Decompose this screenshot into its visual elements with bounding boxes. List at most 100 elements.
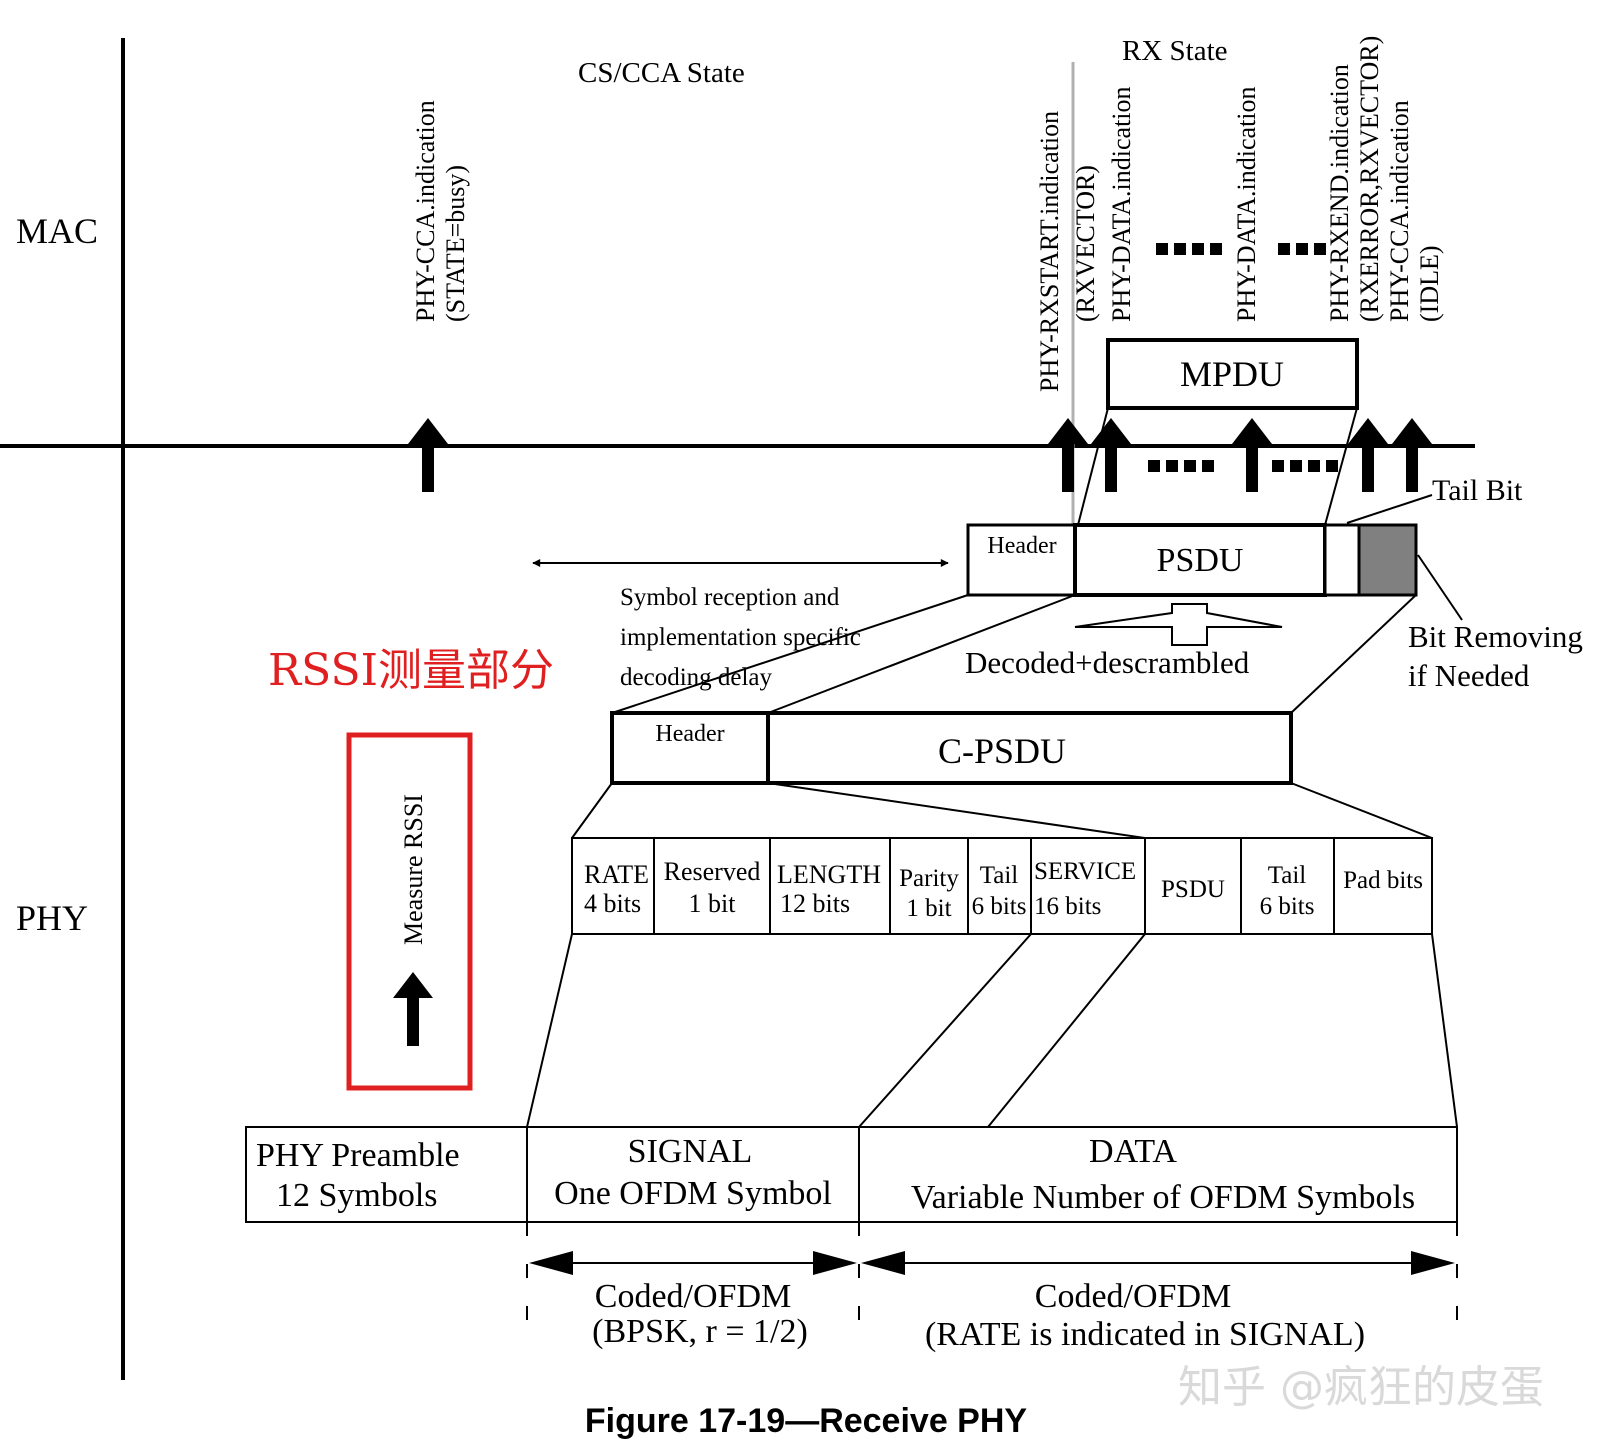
cpsdu-body-cell <box>766 711 1293 785</box>
mpdu-projection-right <box>1324 407 1358 526</box>
psdu-to-cpsdu-line-c <box>1290 594 1417 714</box>
coding-signal-line1: Coded/OFDM <box>595 1278 791 1315</box>
psdu-to-cpsdu-line-a <box>611 594 969 714</box>
primitive-rxend-line2: (RXERROR,RXVECTOR) <box>1355 36 1384 322</box>
watermark-text: 知乎 @疯狂的皮蛋 <box>1178 1362 1544 1413</box>
field-service-size: 16 bits <box>1034 893 1101 920</box>
ppdu-data-line2: Variable Number of OFDM Symbols <box>911 1179 1415 1216</box>
fields-to-ppdu-line-c <box>987 933 1146 1128</box>
delay-text-line1: Symbol reception and <box>620 584 840 611</box>
bit-removing-pointer <box>1417 554 1463 621</box>
field-reserved-name: Reserved <box>664 857 761 886</box>
primitive-cca-idle-line2: (IDLE) <box>1415 245 1444 322</box>
ppdu-signal-cell <box>526 1126 860 1223</box>
cpsdu-header-label: Header <box>655 721 724 747</box>
cpsdu-body-label: C-PSDU <box>938 731 1066 771</box>
delay-text-line2: implementation specific <box>620 624 861 651</box>
mac-layer-label: MAC <box>16 211 98 251</box>
measure-rssi-box <box>346 732 473 1091</box>
rx-state-label: RX State <box>1122 35 1228 67</box>
cpsdu-to-fields-line-c <box>1290 782 1433 839</box>
decoded-descrambled-label: Decoded+descrambled <box>965 645 1250 680</box>
primitive-rxend-line1: PHY-RXEND.indication <box>1325 64 1354 322</box>
primitive-rxstart-line2: (RXVECTOR) <box>1071 165 1100 322</box>
arrow-rxstart <box>1048 418 1088 492</box>
cs-cca-state-label: CS/CCA State <box>578 57 745 89</box>
ppdu-data-cell <box>858 1126 1458 1223</box>
field-length-size: 12 bits <box>780 889 850 918</box>
field-rate-cell <box>571 837 655 935</box>
coding-data-line1: Coded/OFDM <box>1035 1278 1231 1315</box>
field-tail2-name: Tail <box>1268 862 1307 889</box>
field-tail-size: 6 bits <box>972 893 1027 920</box>
ppdu-preamble-line1: PHY Preamble <box>256 1137 460 1174</box>
coding-arrow-data <box>861 1251 1455 1275</box>
primitive-data-second: PHY-DATA.indication <box>1232 86 1261 322</box>
phy-dots-lower <box>1148 460 1338 472</box>
tail-bit-pointer <box>1346 494 1433 524</box>
measure-rssi-arrow <box>393 972 433 1046</box>
decoded-hollow-arrow <box>1074 603 1283 646</box>
psdu-to-cpsdu-line-b <box>767 594 1076 714</box>
cpsdu-to-fields-line-a <box>571 782 613 839</box>
field-parity-cell <box>889 837 969 935</box>
field-psdu-name: PSDU <box>1161 876 1225 903</box>
psdu-frame-psdu-label: PSDU <box>1157 542 1244 579</box>
field-rate-name: RATE <box>584 860 649 889</box>
primitive-cca-busy-line1: PHY-CCA.indication <box>411 100 440 322</box>
field-pad-cell <box>1333 837 1433 935</box>
primitive-data-first: PHY-DATA.indication <box>1107 86 1136 322</box>
bit-removing-line1: Bit Removing <box>1408 619 1583 654</box>
ppdu-data-line1: DATA <box>1089 1133 1177 1170</box>
field-parity-size: 1 bit <box>906 895 951 922</box>
arrow-cca-busy <box>408 418 448 492</box>
psdu-frame-tail-cell <box>1357 523 1418 597</box>
fields-to-ppdu-line-d <box>1431 933 1458 1128</box>
field-length-name: LENGTH <box>777 860 881 889</box>
psdu-frame-pad-cell <box>1323 523 1361 597</box>
mpdu-label: MPDU <box>1180 354 1284 394</box>
primitive-cca-idle-line1: PHY-CCA.indication <box>1385 100 1414 322</box>
arrow-cca-idle <box>1392 418 1432 492</box>
fields-to-ppdu-line-b <box>858 933 1032 1128</box>
field-service-name: SERVICE <box>1034 858 1136 885</box>
coding-data-line2: (RATE is indicated in SIGNAL) <box>925 1316 1365 1353</box>
field-reserved-cell <box>653 837 771 935</box>
cpsdu-header-cell <box>610 711 770 785</box>
field-row: RATE 4 bits Reserved 1 bit LENGTH 12 bit… <box>571 837 1433 935</box>
ppdu-preamble-cell <box>245 1126 528 1223</box>
ppdu-preamble-line2: 12 Symbols <box>276 1177 438 1214</box>
field-tail2-size: 6 bits <box>1260 893 1315 920</box>
cpsdu-to-fields-line-b <box>767 782 1146 839</box>
mpdu-box <box>1106 338 1359 410</box>
field-tail2-cell <box>1240 837 1335 935</box>
arrow-data-first <box>1091 418 1131 492</box>
bit-removing-line2: if Needed <box>1408 658 1530 693</box>
coding-arrow-signal <box>529 1251 857 1275</box>
field-reserved-size: 1 bit <box>689 889 737 918</box>
tail-bit-label: Tail Bit <box>1432 474 1523 507</box>
ppdu-signal-line2: One OFDM Symbol <box>554 1175 832 1212</box>
fields-to-ppdu-line-a <box>526 933 573 1128</box>
arrow-data-second <box>1232 418 1272 492</box>
primitive-rxstart-line1: PHY-RXSTART.indication <box>1035 111 1064 392</box>
phy-layer-label: PHY <box>16 898 88 938</box>
psdu-frame-header-cell <box>966 523 1077 597</box>
psdu-frame-psdu-cell <box>1073 523 1327 597</box>
field-length-cell <box>769 837 891 935</box>
coding-signal-line2: (BPSK, r = 1/2) <box>592 1313 808 1350</box>
psdu-frame-header-label: Header <box>987 533 1056 559</box>
field-service-cell <box>1030 837 1146 935</box>
figure-caption: Figure 17-19—Receive PHY <box>585 1402 1028 1440</box>
field-tail-name: Tail <box>980 862 1019 889</box>
ppdu-signal-line1: SIGNAL <box>628 1133 753 1170</box>
measure-rssi-label: Measure RSSI <box>399 794 428 945</box>
mac-dots-upper <box>1156 243 1326 255</box>
field-parity-name: Parity <box>899 865 959 892</box>
primitive-cca-busy-line2: (STATE=busy) <box>441 165 470 322</box>
field-pad-name: Pad bits <box>1343 867 1423 894</box>
field-rate-size: 4 bits <box>584 889 641 918</box>
arrow-rxend <box>1348 418 1388 492</box>
